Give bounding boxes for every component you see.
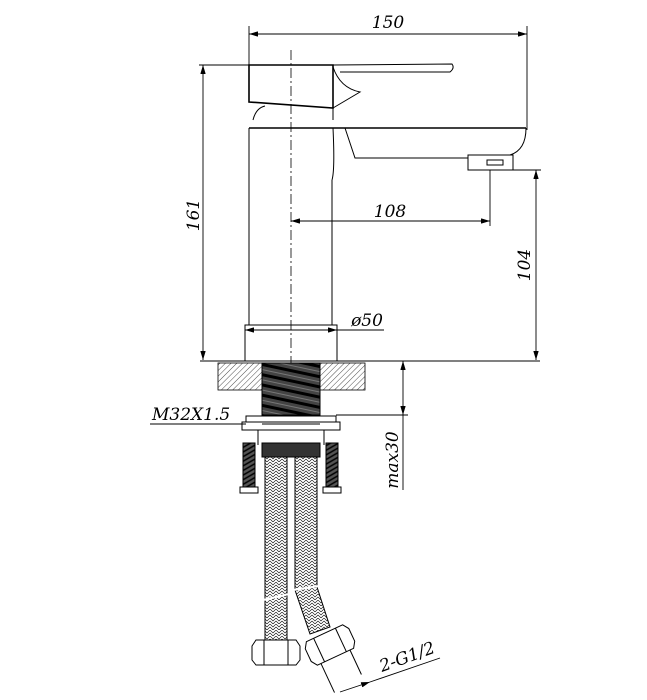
- connection-label: 2-G1/2: [376, 638, 438, 677]
- dimension-label-161: 161: [184, 199, 204, 231]
- mounting-bolts: [239, 442, 342, 494]
- thread-label: M32X1.5: [151, 405, 230, 425]
- dimension-diameter-50: ø50: [245, 311, 384, 333]
- dimension-max30: max30: [336, 361, 408, 490]
- thread-callout: M32X1.5: [150, 405, 320, 425]
- dimension-label-max30: max30: [383, 431, 403, 489]
- threaded-shank: [261, 362, 321, 416]
- supply-hoses: [262, 456, 331, 641]
- dimension-104: 104: [490, 169, 541, 360]
- dimension-label-104: 104: [515, 249, 535, 281]
- dimension-108: 108: [291, 170, 491, 226]
- mounting-washer: [241, 415, 341, 458]
- hose-nuts: [251, 624, 362, 693]
- dimension-161: 161: [184, 64, 249, 360]
- countertop: [200, 360, 540, 391]
- dimension-150: 150: [248, 13, 528, 130]
- connection-callout: 2-G1/2: [339, 638, 441, 693]
- dimension-label-150: 150: [372, 13, 405, 33]
- dimension-label-diameter-50: ø50: [350, 311, 383, 331]
- dimension-label-108: 108: [374, 202, 407, 222]
